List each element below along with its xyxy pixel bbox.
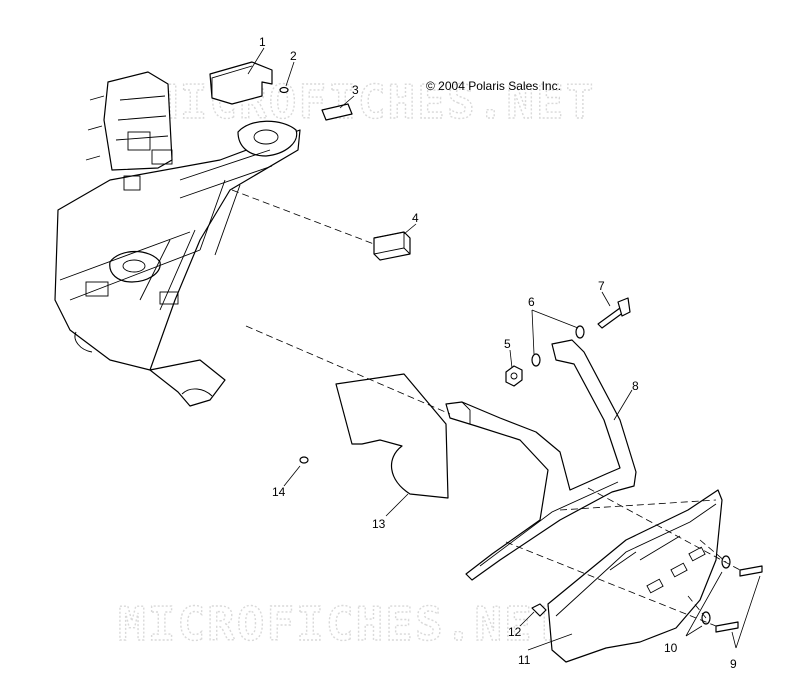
part-8-brush-guard	[445, 339, 637, 581]
part-4-bumper-block	[373, 231, 411, 261]
part-11-skid-plate	[547, 489, 723, 663]
part-6-washers	[531, 325, 585, 367]
part-12-nut	[531, 603, 547, 617]
part-5-nut	[505, 365, 523, 387]
part-1-bracket	[209, 61, 273, 105]
vehicle-frame	[54, 71, 301, 407]
part-14-push-rivet	[299, 456, 309, 464]
callout-3: 3	[352, 83, 359, 97]
callout-7: 7	[598, 279, 605, 293]
callout-numbers: 1 2 3 4 5 6 7 8 9 10 11 12 13 14	[259, 35, 737, 671]
copyright-text: © 2004 Polaris Sales Inc.	[426, 79, 561, 93]
part-7-bolt	[597, 297, 631, 329]
callout-12: 12	[508, 625, 522, 639]
callout-14: 14	[272, 485, 286, 499]
callout-13: 13	[372, 517, 386, 531]
callout-11: 11	[518, 653, 531, 667]
callout-1: 1	[259, 35, 266, 49]
part-3-decal	[321, 103, 353, 121]
callout-9: 9	[730, 657, 737, 671]
callout-2: 2	[290, 49, 297, 63]
watermark-bottom: MICROFICHES.NET	[118, 597, 563, 651]
callout-5: 5	[504, 337, 511, 351]
leader-lines	[247, 47, 761, 651]
part-2-rivet	[279, 86, 289, 94]
callout-6: 6	[528, 295, 535, 309]
part-13-plate	[335, 373, 449, 499]
callout-10: 10	[664, 641, 678, 655]
callout-8: 8	[632, 379, 639, 393]
callout-4: 4	[412, 211, 419, 225]
part-9-screws	[715, 565, 763, 633]
alignment-lines	[231, 189, 741, 627]
